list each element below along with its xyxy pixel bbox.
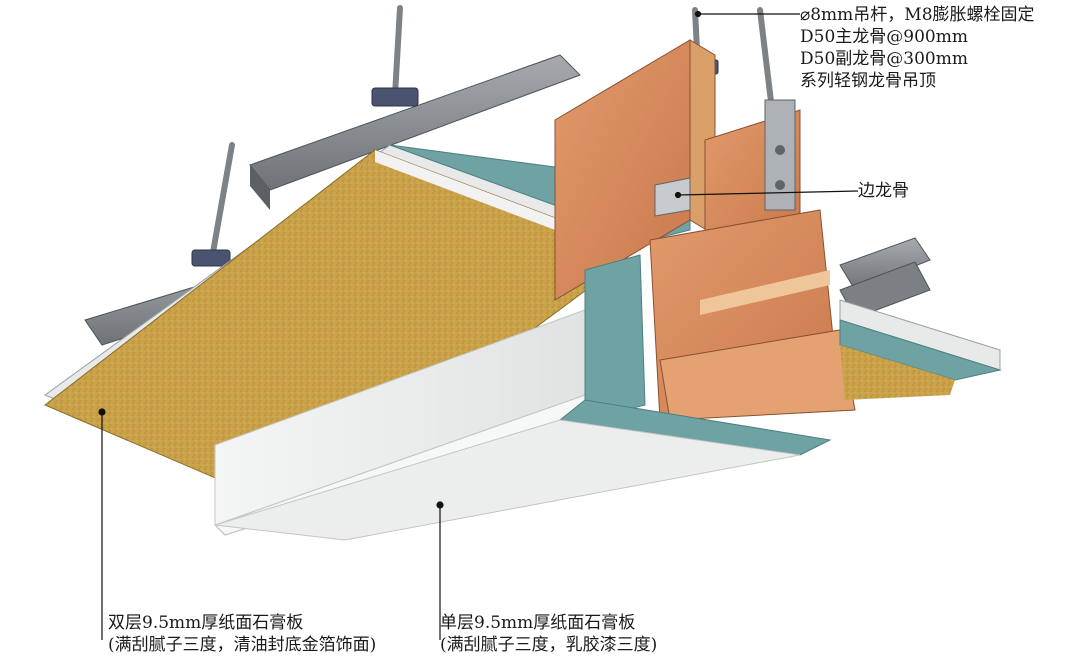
single-board-line2: (满刮腻子三度，乳胶漆三度) (440, 635, 658, 655)
edge-keel (654, 177, 691, 217)
hanger-annotation: ⌀8mm吊杆，M8膨胀螺栓固定 D50主龙骨@900mm D50副龙骨@300m… (800, 4, 1035, 92)
edge-keel-annotation: 边龙骨 (858, 181, 909, 201)
double-board-annotation: 双层9.5mm厚纸面石膏板 (满刮腻子三度，清油封底金箔饰面) (108, 612, 376, 656)
double-board-line2: (满刮腻子三度，清油封底金箔饰面) (108, 635, 377, 655)
hanger-annotation-line1: ⌀8mm吊杆，M8膨胀螺栓固定 (800, 5, 1035, 25)
single-board-annotation: 单层9.5mm厚纸面石膏板 (满刮腻子三度，乳胶漆三度) (440, 612, 657, 656)
double-board-line1: 双层9.5mm厚纸面石膏板 (108, 613, 304, 633)
hanger-bracket (764, 99, 796, 211)
hanger-annotation-line2: D50主龙骨@900mm (800, 27, 968, 47)
single-gypsum-board (214, 254, 832, 541)
hanger-annotation-line3: D50副龙骨@300mm (800, 49, 968, 69)
hanger-annotation-line4: 系列轻钢龙骨吊顶 (800, 71, 936, 91)
leader-lines (98, 10, 859, 640)
plywood-box (554, 39, 856, 421)
right-gypsum-board (839, 299, 1002, 400)
main-keel-left (249, 54, 581, 210)
single-board-line1: 单层9.5mm厚纸面石膏板 (440, 613, 636, 633)
